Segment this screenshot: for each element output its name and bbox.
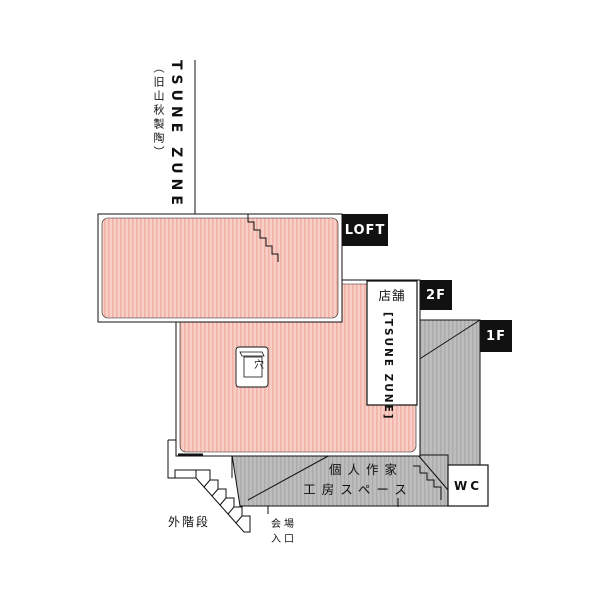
building-former-name: （旧山秋製陶） (152, 62, 165, 160)
floor-2f (175, 279, 421, 457)
shop-box (366, 280, 418, 406)
1f-roof-line-left (247, 454, 331, 501)
hole-ladder (239, 351, 265, 357)
floor-tag-1f: 1F (480, 320, 512, 352)
building-name: TSUNE ZUNE (168, 60, 184, 210)
shop-title-label: 店舗 (378, 288, 405, 303)
workshop-label-line1: 個人作家 (329, 462, 403, 477)
floor-loft (97, 213, 343, 323)
workshop-label-line2: 工房スペース (303, 482, 413, 497)
floor-1f (231, 319, 489, 507)
floor-tag-2f: 2F (420, 280, 452, 310)
entrance-label-line1: 会場 (271, 519, 297, 530)
floor-tag-loft: LOFT (342, 214, 388, 246)
loft-stairs (247, 214, 279, 262)
1f-roof-line-top (417, 319, 481, 361)
hole-label: 穴 (254, 358, 264, 371)
wc-label: WC (454, 479, 482, 493)
shop-name-label: [TSUNE ZUNE] (382, 312, 394, 421)
loft-floor (101, 217, 339, 319)
1f-roof-line-bottom (417, 454, 449, 491)
outer-stairs (167, 439, 251, 533)
wc-room (447, 464, 489, 507)
1f-inner-stairs (413, 465, 442, 500)
outer-stairs-label: 外階段 (168, 515, 211, 529)
hole-inner (243, 356, 263, 378)
entrance-label-line2: 入口 (271, 534, 297, 545)
